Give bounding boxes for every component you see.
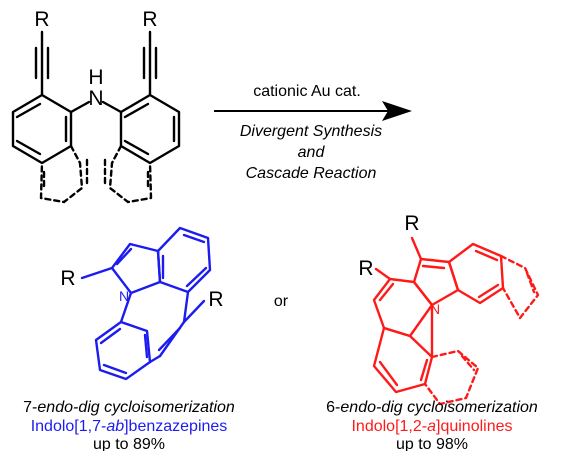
product-right-pyridine-ring bbox=[372, 277, 434, 338]
reactant-optional-rings bbox=[39, 144, 153, 204]
product-right-yield: up to 98% bbox=[396, 436, 468, 451]
arrow-subtitle-3: Cascade Reaction bbox=[246, 165, 377, 182]
reactant-right-ring bbox=[119, 93, 181, 165]
product-left-pyrrole bbox=[110, 242, 162, 295]
product-left-n: N bbox=[119, 288, 129, 304]
product-right-r-left: R bbox=[358, 257, 373, 280]
product-left-lower-benzo bbox=[94, 320, 152, 381]
arrow-subtitle-2: and bbox=[298, 144, 326, 161]
arrow-head bbox=[382, 101, 412, 121]
reactant-amine-h: H bbox=[88, 66, 103, 89]
product-right-optional-rings bbox=[423, 254, 540, 406]
product-left-upper-benzo bbox=[156, 226, 212, 294]
product-right-r-top: R bbox=[404, 212, 419, 235]
product-left-structure bbox=[80, 226, 212, 381]
product-right-upper-benzo bbox=[447, 242, 505, 305]
reactant-left-ring bbox=[11, 93, 73, 165]
or-label: or bbox=[274, 293, 289, 310]
reactant-r-left: R bbox=[34, 8, 49, 31]
product-right-mode: 6-endo-dig cycloisomerization bbox=[326, 399, 538, 416]
product-left-yield: up to 89% bbox=[93, 436, 165, 451]
product-right-structure bbox=[372, 236, 540, 406]
product-left-class: Indolo[1,7-ab]benzazepines bbox=[31, 418, 228, 435]
product-right-n: N bbox=[430, 301, 440, 317]
product-left-mode: 7-endo-dig cycloisomerization bbox=[23, 399, 235, 416]
reactant-structure bbox=[11, 30, 181, 204]
arrow-subtitle-1: Divergent Synthesis bbox=[240, 123, 382, 140]
reactant-amine-n: N bbox=[88, 87, 103, 110]
product-right-lower-benzo bbox=[372, 326, 434, 394]
product-right-pyrrole bbox=[412, 257, 460, 307]
product-left-r-left: R bbox=[60, 267, 75, 290]
reactant-r-right: R bbox=[142, 8, 157, 31]
arrow-reagent: cationic Au cat. bbox=[253, 83, 361, 100]
product-right-class: Indolo[1,2-a]quinolines bbox=[351, 418, 512, 435]
product-left-r-right: R bbox=[208, 288, 223, 311]
